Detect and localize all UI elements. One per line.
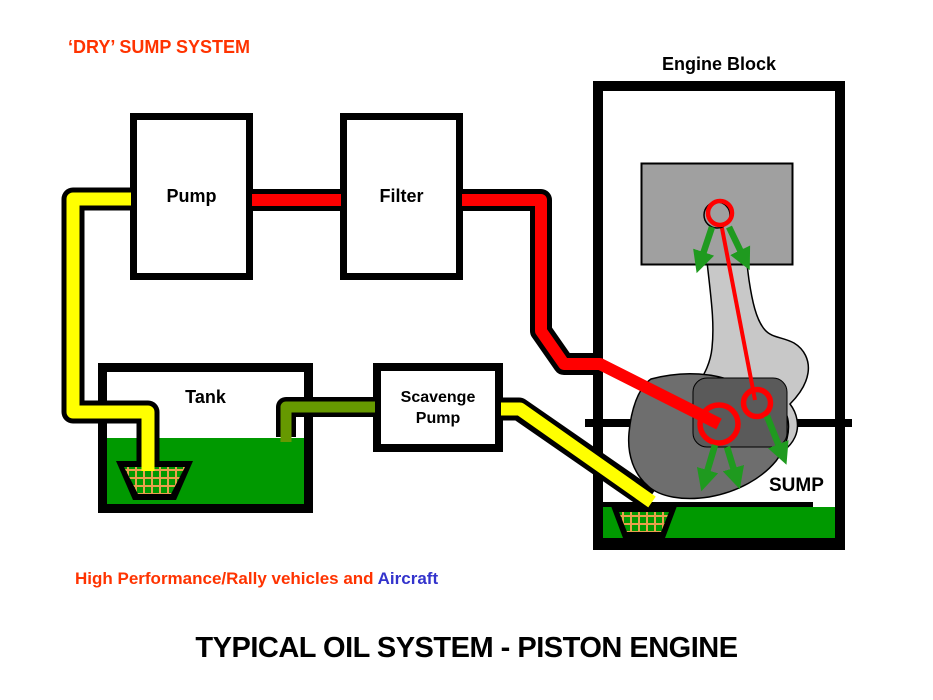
pipe-tank-to-pump (61, 187, 160, 471)
cylinder-block (640, 162, 794, 266)
pipe-tank-to-scavenge (276, 397, 375, 442)
filter-box (340, 113, 463, 280)
sump-label: SUMP (769, 475, 824, 496)
scavenge-pump-box (373, 363, 503, 452)
conrod-oil-passage (719, 222, 757, 401)
scavenge-pump-label-line1: Scavenge (400, 388, 476, 406)
pump-box (130, 113, 253, 280)
tank-label: Tank (185, 386, 226, 407)
pipe-scavenge-to-sump (501, 397, 656, 509)
scavenge-pump-label-line2: Pump (415, 409, 461, 427)
main-journal-bearing (740, 386, 774, 420)
sump-floor-line (603, 502, 813, 507)
engine-block-label: Engine Block (661, 54, 777, 74)
scavenge-pump-label: Scavenge Pump (373, 363, 503, 452)
splash-arrow-piston-left (693, 225, 716, 274)
applications-vehicles-text: High Performance/Rally vehicles and (75, 569, 378, 588)
tank-pickup-strainer (116, 461, 193, 500)
big-end-bearing (697, 402, 741, 446)
oil-splash-arrows (693, 225, 789, 492)
splash-arrow-piston-right (726, 225, 751, 271)
diagram-title: ‘DRY’ SUMP SYSTEM (68, 37, 251, 57)
pump-label: Pump (166, 186, 217, 206)
gudgeon-pin-bearing (705, 198, 735, 228)
page-caption: TYPICAL OIL SYSTEM - PISTON ENGINE (195, 632, 738, 664)
applications-aircraft-text: Aircraft (377, 569, 439, 588)
applications-caption: High Performance/Rally vehicles and Airc… (75, 569, 438, 589)
sump-pickup-strainer (611, 506, 677, 538)
splash-arrow-journal (763, 414, 789, 465)
splash-arrow-bigend-right (722, 446, 745, 490)
pipe-filter-to-engine-casing (461, 189, 601, 375)
filter-label: Filter (379, 186, 424, 206)
pipe-filter-to-engine-core (462, 194, 722, 430)
engine-block-outline (593, 81, 845, 550)
splash-arrow-bigend-left (696, 444, 719, 492)
